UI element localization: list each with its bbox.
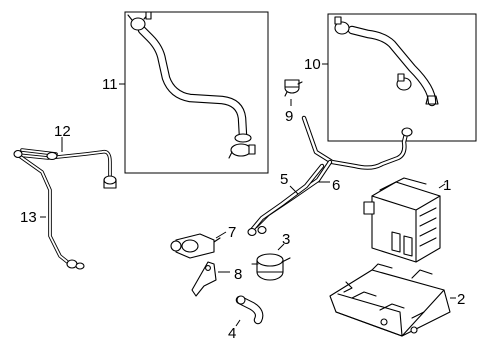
- callout-9: 9: [285, 108, 293, 125]
- part-12-oxygen-sensor: 12: [16, 123, 117, 189]
- detail-box-hose-11: 11: [102, 11, 269, 174]
- hose-clamp-left: [334, 16, 350, 35]
- part-7-solenoid-valve: 7: [170, 224, 236, 259]
- part-13-oxygen-sensor: 13: [13, 149, 85, 270]
- part-4-hose-clip: 4: [228, 295, 264, 342]
- callout-4: 4: [228, 325, 236, 342]
- callout-8: 8: [234, 266, 242, 283]
- callout-6: 6: [332, 177, 340, 194]
- callout-7: 7: [228, 224, 236, 241]
- callout-13: 13: [20, 209, 37, 226]
- hose-11: [127, 11, 256, 159]
- part-1-charcoal-canister: 1: [363, 177, 451, 263]
- callout-5: 5: [280, 171, 288, 188]
- part-2-canister-bracket: 2: [329, 263, 465, 337]
- part-3-purge-valve: 3: [251, 231, 291, 281]
- hose-clamp-top: [127, 11, 152, 31]
- callout-2: 2: [457, 291, 465, 308]
- hose-clamp-right: [396, 73, 412, 91]
- callout-10: 10: [304, 56, 321, 73]
- detail-box-hose-10: 10: [304, 13, 477, 142]
- hose-clamp-bottom: [228, 133, 256, 159]
- hose-10: [334, 16, 439, 107]
- callout-1: 1: [443, 177, 451, 194]
- part-9-check-valve: 9: [284, 79, 303, 125]
- callout-11: 11: [102, 76, 118, 93]
- callout-3: 3: [282, 231, 290, 248]
- callout-12: 12: [54, 123, 71, 140]
- part-5-vapor-line: 5: [247, 163, 325, 237]
- part-8-mounting-bracket: 8: [191, 261, 242, 297]
